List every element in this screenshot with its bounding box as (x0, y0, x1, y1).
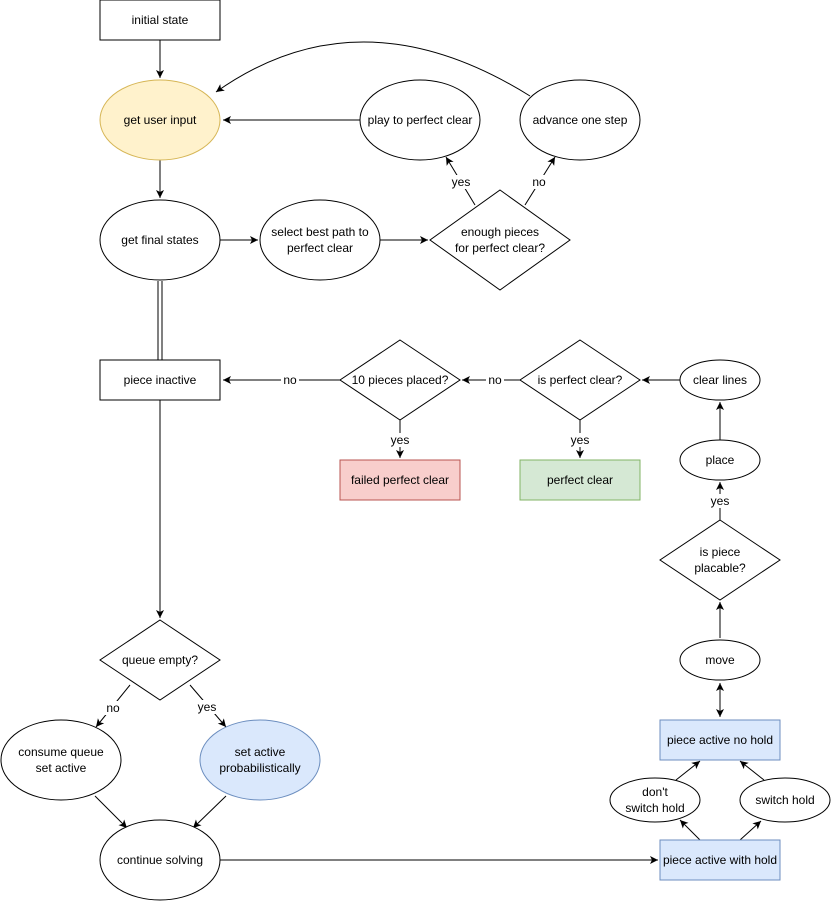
node-label: perfect clear (547, 473, 613, 487)
edge-label-no: no (283, 373, 297, 387)
node-continue-solving: continue solving (99, 819, 221, 901)
node-place: place (679, 439, 761, 481)
node-label-line-2: perfect clear (287, 241, 353, 255)
node-label-line-2: placable? (694, 561, 746, 575)
node-switch-hold: switch hold (739, 777, 831, 823)
node-play-to-perfect-clear: play to perfect clear (359, 79, 481, 161)
node-piece-active-no-hold: piece active no hold (659, 719, 781, 761)
node-initial-state: initial state (99, 0, 221, 41)
node-label-line-1: set active (235, 745, 286, 759)
edge-labels: yes no no no yes yes yes no yes (104, 175, 731, 715)
node-consume-queue: consume queue set active (0, 719, 122, 801)
edges (94, 40, 765, 864)
node-select-best-path: select best path to perfect clear (259, 199, 381, 281)
edge-switch-to-no-hold (739, 760, 765, 781)
edge-label-yes: yes (711, 494, 730, 508)
node-label: clear lines (693, 373, 747, 387)
node-failed-perfect-clear: failed perfect clear (339, 459, 461, 501)
edge-label-yes: yes (571, 433, 590, 447)
node-label-line-1: is piece (700, 545, 741, 559)
node-label-line-2: set active (36, 761, 87, 775)
node-label: is perfect clear? (538, 373, 623, 387)
node-label: continue solving (117, 853, 203, 867)
node-advance-one-step: advance one step (519, 79, 641, 161)
node-move: move (679, 639, 761, 681)
edge-label-no: no (488, 373, 502, 387)
node-label: piece active no hold (667, 733, 773, 747)
node-label-line-2: probabilistically (219, 761, 300, 775)
node-piece-inactive: piece inactive (99, 359, 221, 401)
node-label: 10 pieces placed? (352, 373, 449, 387)
node-label: queue empty? (122, 653, 198, 667)
node-ten-pieces-placed: 10 pieces placed? (339, 339, 461, 421)
node-label-line-1: don't (642, 785, 668, 799)
edge-dont-switch-to-no-hold (675, 760, 701, 781)
node-label: get final states (121, 233, 198, 247)
edge-label-no: no (532, 175, 546, 189)
node-label: get user input (124, 113, 197, 127)
node-label-line-1: enough pieces (461, 225, 539, 239)
node-label: failed perfect clear (351, 473, 449, 487)
node-label: move (705, 653, 735, 667)
edge-with-hold-to-dont-switch (679, 819, 701, 841)
node-get-user-input: get user input (99, 79, 221, 161)
node-label: initial state (132, 13, 189, 27)
edge-label-yes: yes (452, 175, 471, 189)
node-perfect-clear: perfect clear (519, 459, 641, 501)
node-clear-lines: clear lines (679, 359, 761, 401)
edge-prob-to-continue (192, 795, 227, 829)
node-label-line-2: for perfect clear? (455, 241, 545, 255)
node-get-final-states: get final states (99, 199, 221, 281)
node-piece-active-with-hold: piece active with hold (659, 839, 781, 881)
edge-label-no: no (106, 701, 120, 715)
node-label-line-1: consume queue (18, 745, 104, 759)
node-is-piece-placable: is piece placable? (659, 519, 781, 601)
node-dont-switch-hold: don't switch hold (609, 777, 701, 823)
edge-with-hold-to-switch (739, 820, 762, 841)
node-label: place (706, 453, 735, 467)
node-enough-pieces: enough pieces for perfect clear? (429, 189, 571, 291)
node-label: switch hold (755, 793, 814, 807)
edge-label-yes: yes (198, 700, 217, 714)
edge-label-yes: yes (391, 433, 410, 447)
node-label: play to perfect clear (368, 113, 473, 127)
node-label-line-1: select best path to (271, 225, 369, 239)
edge-consume-to-continue (94, 795, 128, 829)
edge-advance-to-input (215, 41, 531, 97)
node-queue-empty: queue empty? (99, 619, 221, 701)
node-label-line-2: switch hold (625, 801, 684, 815)
node-label: piece inactive (124, 373, 197, 387)
node-is-perfect-clear: is perfect clear? (519, 339, 641, 421)
node-label: piece active with hold (663, 853, 777, 867)
node-set-active-probabilistically: set active probabilistically (199, 719, 321, 801)
node-label: advance one step (533, 113, 628, 127)
